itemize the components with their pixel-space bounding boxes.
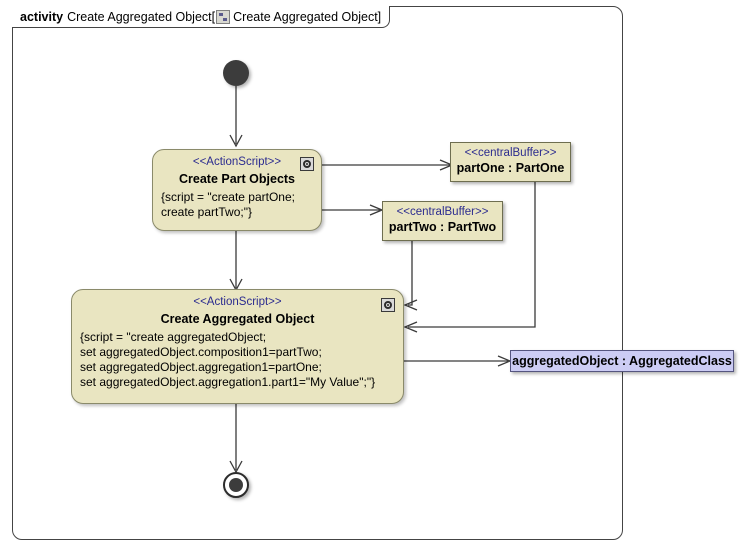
action-name-label: Create Aggregated Object [160,312,315,326]
action-script-body: {script = "create aggregatedObject; set … [80,330,376,389]
initial-node[interactable] [223,60,249,86]
stereotype-label: <<centralBuffer>> [464,147,557,159]
stereotype-label: <<ActionScript>> [192,156,282,168]
frame-qualified-name: Create Aggregated Object [233,9,378,24]
script-badge-icon [300,157,314,171]
central-buffer-node-part-two[interactable]: <<centralBuffer>> partTwo : PartTwo [382,201,503,241]
object-node-aggregated-object[interactable]: aggregatedObject : AggregatedClass [510,350,734,372]
frame-bracket-close: ] [377,9,382,24]
activity-diagram-icon [216,9,231,24]
action-script-body: {script = "create partOne; create partTw… [161,190,295,219]
action-name-label: Create Part Objects [178,172,296,186]
object-name-label: aggregatedObject : AggregatedClass [512,354,732,368]
frame-keyword: activity [20,9,64,24]
script-badge-icon [381,298,395,312]
stereotype-label: <<ActionScript>> [193,296,282,308]
central-buffer-node-part-one[interactable]: <<centralBuffer>> partOne : PartOne [450,142,571,182]
buffer-name-label: partOne : PartOne [456,161,565,175]
buffer-name-label: partTwo : PartTwo [388,220,497,234]
frame-name: Create Aggregated Object [67,9,212,24]
activity-final-node[interactable] [223,472,249,498]
frame-bracket-open: [ [211,9,216,24]
action-node-create-aggregated-object[interactable]: <<ActionScript>> Create Aggregated Objec… [71,289,404,404]
stereotype-label: <<centralBuffer>> [396,206,489,218]
activity-frame [12,6,623,540]
action-node-create-part-objects[interactable]: <<ActionScript>> Create Part Objects {sc… [152,149,322,231]
